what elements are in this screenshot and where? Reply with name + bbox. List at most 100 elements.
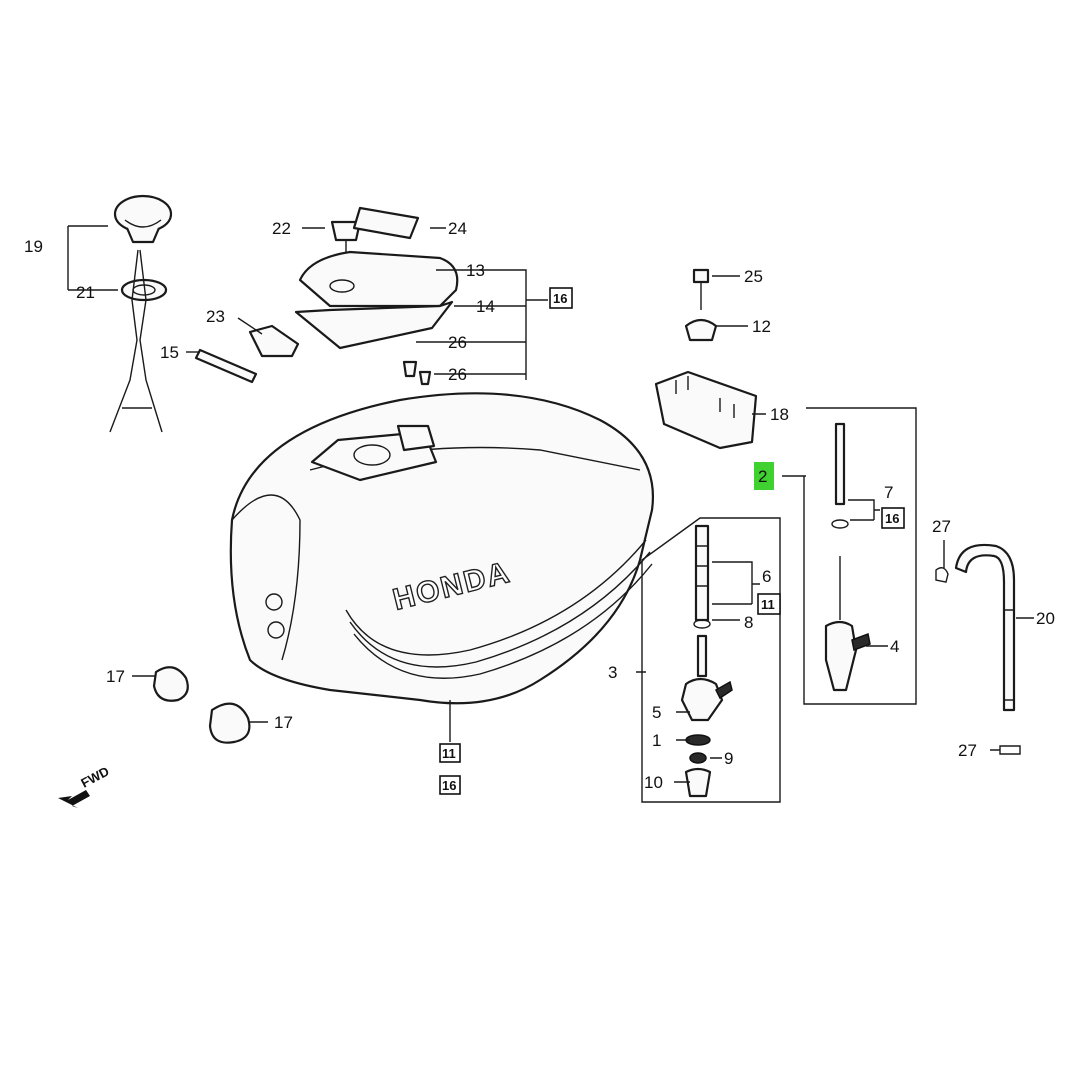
sediment-cup-10 [684,767,712,798]
tank-knee-recess [231,494,301,661]
hose-bands [1004,609,1014,701]
callout-3: 3 [608,663,617,682]
leader-23 [237,317,263,335]
ref-box-16-tank [439,775,461,795]
cap-tether [109,249,163,433]
hose-clip-27-upper [935,567,949,583]
fuel-cap-detail [124,219,162,228]
cushion-lower [208,702,251,744]
grommet-26b [418,370,432,386]
tank-cushions [132,666,268,744]
callout-7: 7 [884,483,893,502]
mount-ribs [675,376,735,418]
valve-o-ring [831,519,849,529]
strainer-tube [694,524,710,622]
leaders-12-18-25 [712,275,766,415]
fwd-indicator: FWD [58,764,112,808]
callout-13: 13 [466,261,485,280]
tank-body [229,392,654,705]
callout-17-upper: 17 [106,667,125,686]
o-ring-8 [693,619,711,629]
fuel-tank [229,392,654,742]
tank-stripe-3 [353,563,653,679]
hose-clip-27-lower [999,745,1021,755]
lid-knob [330,220,362,242]
lid-seal [294,300,454,350]
leaders-13-14-22-24-26 [302,227,548,380]
tank-stripe-2 [349,551,651,668]
callout-10: 10 [644,773,663,792]
fuel-cap-assembly [67,194,173,433]
valve-strainer-7 [834,422,846,506]
callout-8: 8 [744,613,753,632]
tool-box-lid [298,250,459,308]
callout-25: 25 [744,267,763,286]
ref-box-11-tank [439,743,461,763]
callout-12: 12 [752,317,771,336]
leaders-17 [132,675,268,723]
ref-box-16-valve [881,507,905,529]
grommet-26a [402,360,418,378]
leaders-20-27 [943,540,1034,751]
leaders-2-4-7 [782,475,888,647]
ref-label-11-petcock: 11 [761,597,775,612]
callout-27-upper: 27 [932,517,951,536]
callout-15: 15 [160,343,179,362]
fuel-valve-group [782,407,917,705]
fwd-label: FWD [78,764,111,791]
petcock-group [636,517,781,803]
callout-9: 9 [724,749,733,768]
callout-20: 20 [1036,609,1055,628]
ref-label-11-tank: 11 [442,746,456,761]
callout-27-lower: 27 [958,741,977,760]
ref-label-16-toolbox: 16 [553,291,567,306]
lid-hole [329,279,355,293]
fwd-arrow-icon [58,790,90,808]
wrench-tool [194,348,258,384]
leader-19 [67,225,118,291]
collar-12 [684,318,718,342]
callout-2: 2 [758,467,767,486]
callout-19: 19 [24,237,43,256]
rear-mount-assembly [654,268,766,450]
callout-26-lower: 26 [448,365,467,384]
rubber-mount-18 [654,370,758,450]
tank-stripe-1 [345,539,647,656]
cushion-upper [152,666,189,702]
fuel-valve-group-frame [803,407,917,705]
fuel-valve-lever [851,632,871,652]
tool-and-clip [186,317,300,384]
petcock-stem [696,634,708,678]
ref-box-16-toolbox [549,287,573,309]
valve-lever [715,680,733,700]
callout-17-lower: 17 [274,713,293,732]
fuel-valve-5 [680,677,724,722]
callout-23: 23 [206,307,225,326]
petcock-group-frame [641,517,781,803]
fuel-hose-assembly [935,540,1034,755]
leaders-1-3-5-9-10 [636,671,722,783]
callout-18: 18 [770,405,789,424]
fuel-cap-neck [125,227,161,244]
fuel-valve-4 [824,620,858,692]
callout-22: 22 [272,219,291,238]
callout-6: 6 [762,567,771,586]
tank-filler-neck [353,444,391,466]
callout-1: 1 [652,731,661,750]
ref-label-16-valve: 16 [885,511,899,526]
strainer-rings [696,545,708,587]
tank-mount-2 [267,621,285,639]
tool-box-assembly [294,206,548,386]
callout-5: 5 [652,703,661,722]
highlight-part-2 [754,462,774,490]
callout-26-upper: 26 [448,333,467,352]
ref-label-16-tank: 16 [442,778,456,793]
callout-24: 24 [448,219,467,238]
leaders-6-8-11 [712,561,760,621]
ref-box-11-petcock [757,593,781,615]
lid-label-plate [352,206,420,240]
o-ring-9 [689,752,707,764]
callout-21: 21 [76,283,95,302]
